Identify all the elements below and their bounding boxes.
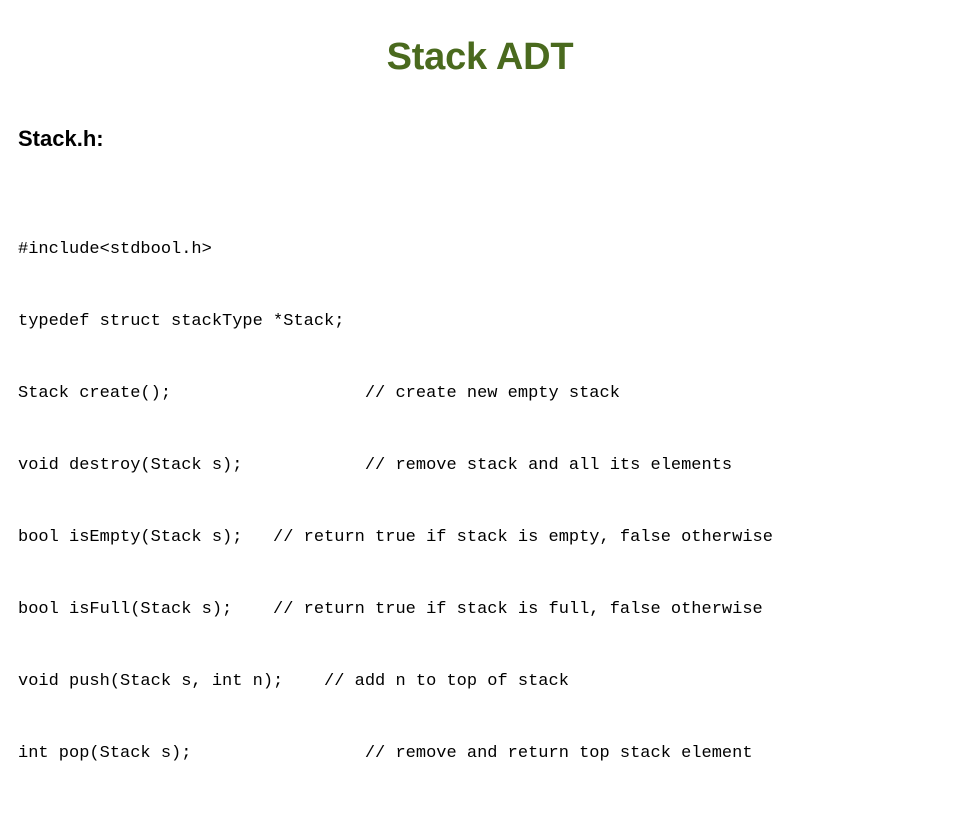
slide-canvas: Stack ADT Stack.h: #include<stdbool.h> t…: [18, 36, 773, 763]
page-title: Stack ADT: [386, 36, 574, 78]
code-line: #include<stdbool.h>: [18, 240, 212, 259]
code-block: #include<stdbool.h> typedef struct stack…: [18, 190, 948, 814]
code-line: int pop(Stack s); // remove and return t…: [18, 744, 753, 763]
code-line: bool isFull(Stack s); // return true if …: [18, 600, 763, 619]
section-heading-stack-h: Stack.h:: [18, 126, 104, 151]
code-line: typedef struct stackType *Stack;: [18, 312, 345, 331]
code-line: void push(Stack s, int n); // add n to t…: [18, 672, 569, 691]
code-line: void destroy(Stack s); // remove stack a…: [18, 456, 733, 475]
code-line: Stack create(); // create new empty stac…: [18, 384, 620, 403]
code-line: bool isEmpty(Stack s); // return true if…: [18, 528, 773, 547]
